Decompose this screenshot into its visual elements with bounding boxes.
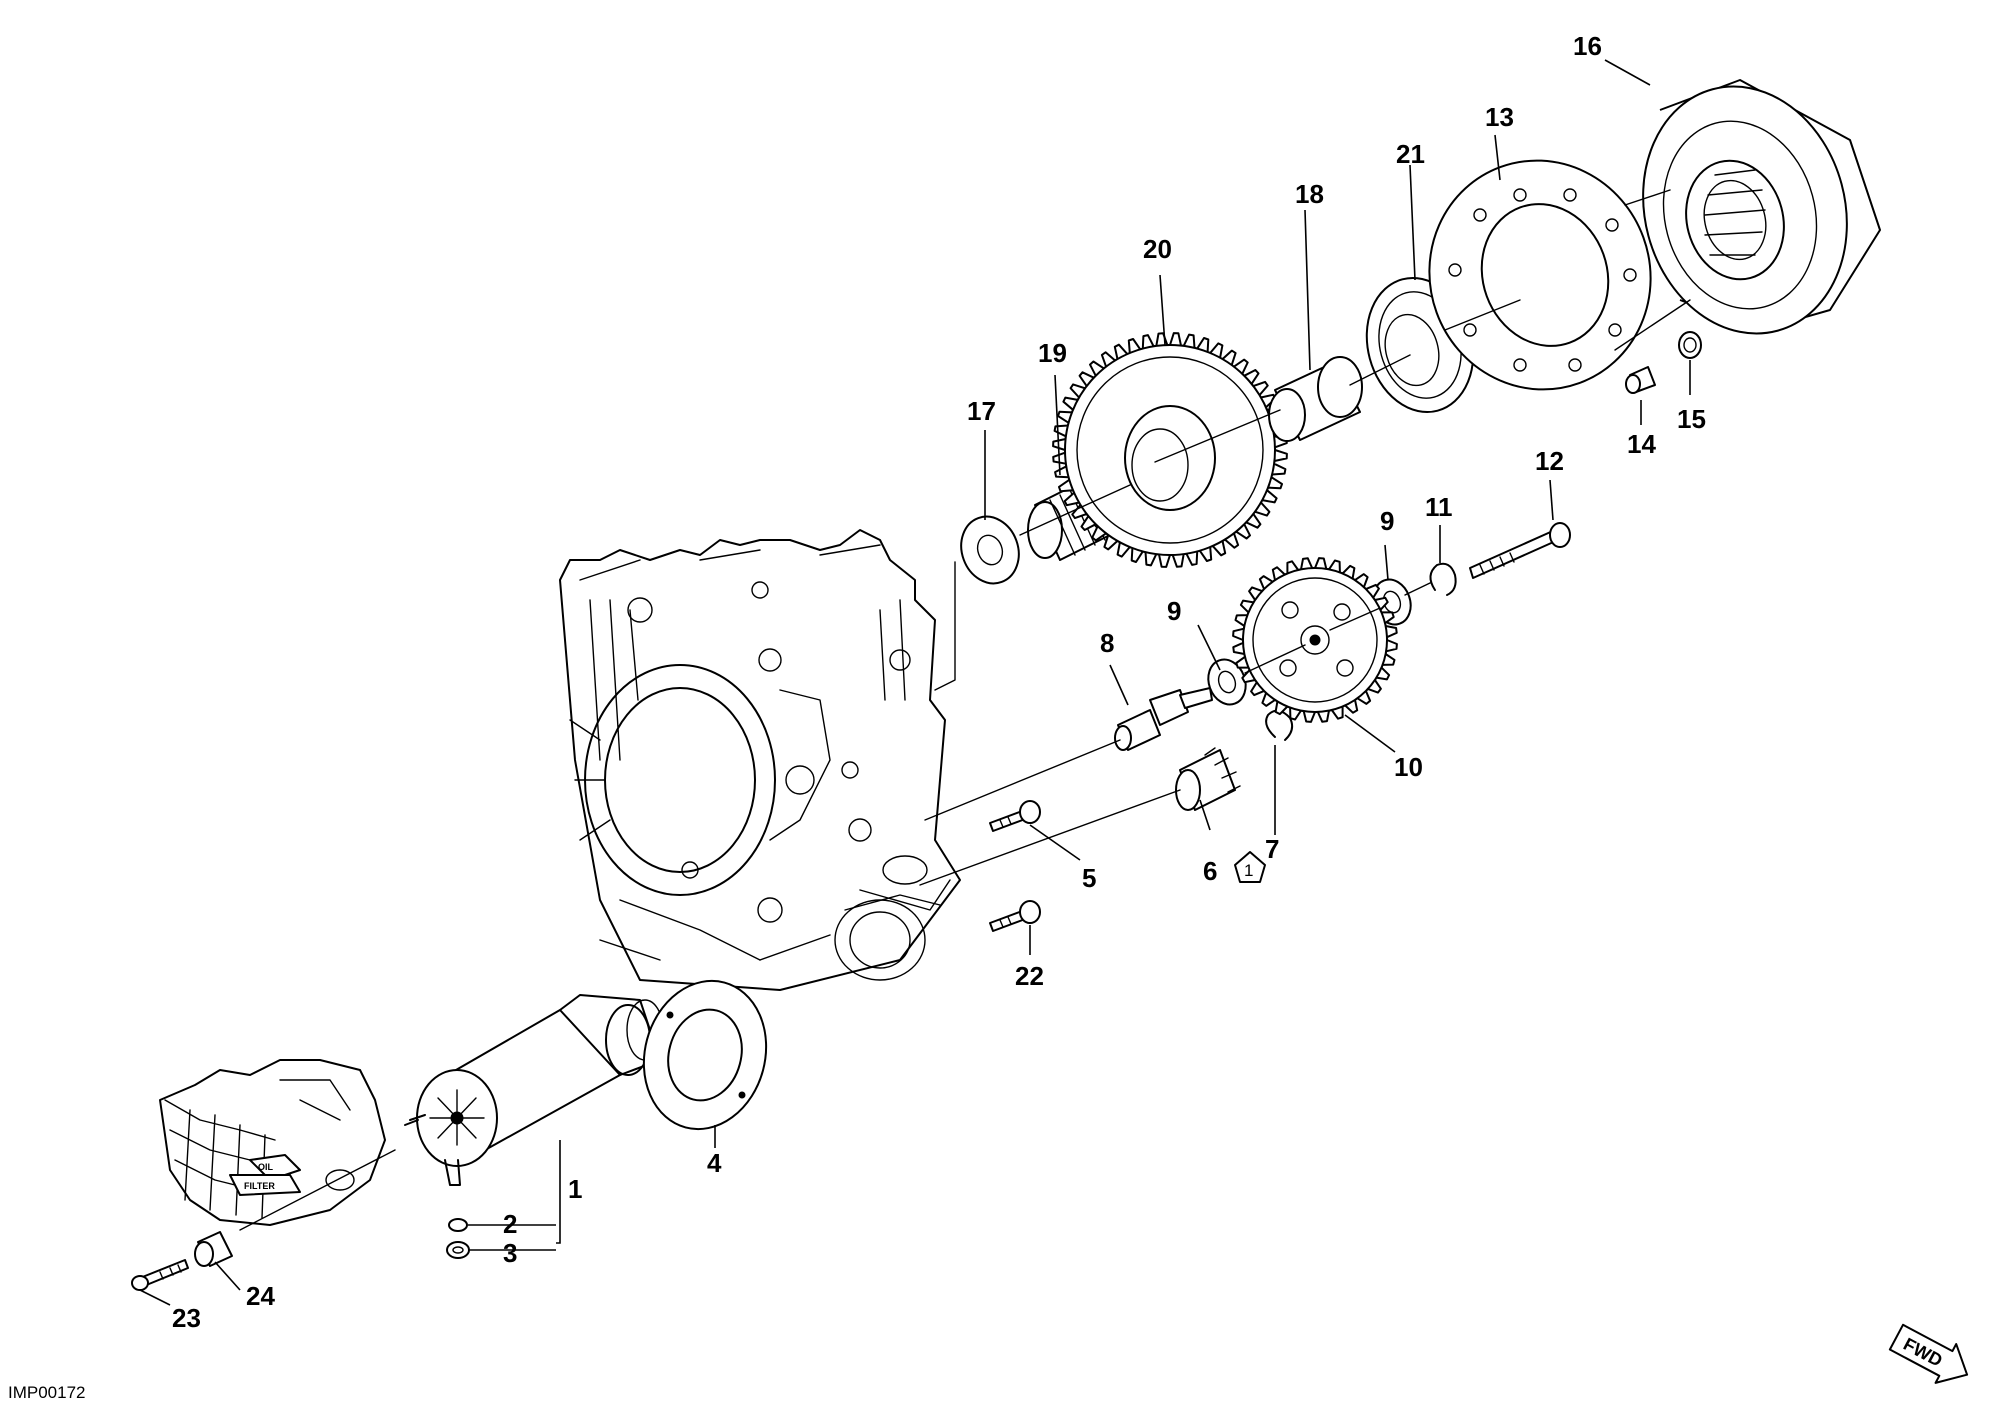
callout-16: 16 (1573, 31, 1602, 61)
callout-22: 22 (1015, 961, 1044, 991)
callout-21: 21 (1396, 139, 1425, 169)
callout-23: 23 (172, 1303, 201, 1333)
crankcase-drawing (559, 529, 961, 991)
callout-19: 19 (1038, 338, 1067, 368)
callout-labels: 1 2 3 4 5 6 7 8 9 9 10 11 12 13 14 15 16… (172, 31, 1706, 1333)
gear-part-6 (1175, 747, 1241, 811)
callout-3: 3 (503, 1238, 517, 1268)
fwd-arrow: FWD (1888, 1323, 1969, 1384)
callout-17: 17 (967, 396, 996, 426)
bolt-part-23 (131, 1259, 189, 1291)
gear-part-10 (1232, 557, 1398, 723)
shaft-part-8 (1114, 687, 1213, 751)
callout-9-left: 9 (1167, 596, 1181, 626)
callout-15: 15 (1677, 404, 1706, 434)
callout-18: 18 (1295, 179, 1324, 209)
bolt-part-5 (989, 800, 1041, 832)
pin-part-14 (1625, 366, 1656, 394)
bolt-part-22 (989, 900, 1041, 932)
oil-filter-area-drawing: OIL FILTER (159, 1059, 386, 1226)
assembly-lines (239, 189, 1691, 1231)
callout-8: 8 (1100, 628, 1114, 658)
callout-9-right: 9 (1380, 506, 1394, 536)
oil-label: OIL (258, 1162, 274, 1172)
callout-24: 24 (246, 1281, 275, 1311)
callout-14: 14 (1627, 429, 1656, 459)
callout-7: 7 (1265, 834, 1279, 864)
leader-lines (139, 59, 1691, 1306)
callout-5: 5 (1082, 863, 1096, 893)
note-marker-label: 1 (1244, 861, 1253, 880)
note-marker: 1 (1234, 851, 1266, 883)
rotor-part-16 (1642, 79, 1881, 335)
callout-10: 10 (1394, 752, 1423, 782)
gasket-part-4 (642, 979, 768, 1131)
starter-motor (404, 994, 664, 1259)
callout-4: 4 (707, 1148, 722, 1178)
circlip-part-11 (1429, 562, 1457, 596)
spacer-part-24 (194, 1231, 233, 1267)
callout-20: 20 (1143, 234, 1172, 264)
callout-1: 1 (568, 1174, 582, 1204)
callout-6: 6 (1203, 856, 1217, 886)
circlip-part-7 (1265, 709, 1294, 741)
washer-part-17 (960, 515, 1020, 585)
bolt-part-12 (1469, 522, 1571, 579)
callout-11: 11 (1425, 492, 1453, 522)
bushing-part-18 (1268, 356, 1363, 442)
callout-12: 12 (1535, 446, 1564, 476)
filter-label: FILTER (244, 1181, 275, 1191)
callout-13: 13 (1485, 102, 1514, 132)
hub-part-13 (1428, 159, 1652, 391)
gear-part-20 (1052, 332, 1288, 568)
callout-2: 2 (503, 1209, 517, 1239)
drawing-code: IMP00172 (8, 1383, 86, 1402)
ring-part-15 (1678, 331, 1702, 359)
